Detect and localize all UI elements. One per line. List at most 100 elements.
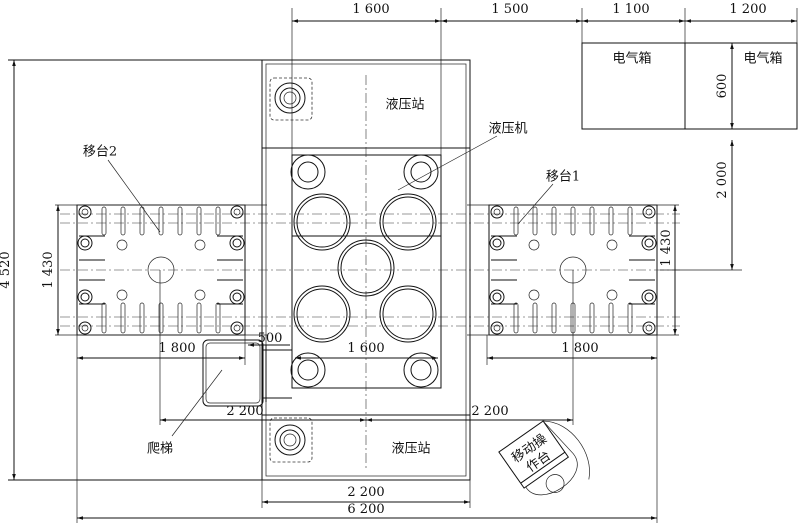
clamp-inner xyxy=(492,292,502,302)
cylinder-inner-circle xyxy=(296,288,348,340)
clamp-icon xyxy=(489,289,505,305)
t-slot xyxy=(513,302,519,334)
dim-top-gap: 1 500 xyxy=(491,2,528,17)
moving-table-1-label: 移台1 xyxy=(546,170,580,185)
mobile-console: 移动操 作台 xyxy=(498,420,590,496)
ladder: 爬梯 xyxy=(147,339,292,457)
dim-overall-width: 6 200 xyxy=(347,502,384,517)
dim-top-box1: 1 100 xyxy=(612,2,649,17)
cylinder-inner-circle xyxy=(296,196,348,248)
t-slot xyxy=(196,302,202,334)
locating-hole xyxy=(116,239,128,251)
clamp-icon xyxy=(489,235,505,251)
t-slot xyxy=(627,206,633,236)
cylinder-inner-circle xyxy=(410,161,432,183)
t-slot xyxy=(589,206,595,236)
t-slot xyxy=(139,302,145,334)
clamp-inner xyxy=(232,238,242,248)
t-slot xyxy=(177,206,183,236)
bolt-hole-inner xyxy=(233,324,241,332)
clamp-icon xyxy=(641,289,657,305)
bolt-hole xyxy=(490,205,504,219)
locating-hole xyxy=(194,239,206,251)
clamp-icon xyxy=(641,235,657,251)
clamp-icon xyxy=(229,235,245,251)
t-slot xyxy=(158,206,164,236)
bolt-hole-inner xyxy=(81,208,89,216)
bolt-hole-inner xyxy=(493,324,501,332)
t-slot xyxy=(101,302,107,334)
t-slot xyxy=(589,302,595,334)
dim-overall-depth: 4 520 xyxy=(0,251,13,288)
clamp-inner xyxy=(644,238,654,248)
cylinder-circle xyxy=(379,193,437,251)
t-slot xyxy=(532,302,538,334)
moving-table-2-label: 移台2 xyxy=(83,145,117,160)
bolt-hole xyxy=(78,205,92,219)
t-slot xyxy=(627,302,633,334)
t-slot xyxy=(513,206,519,236)
dim-center-left: 2 200 xyxy=(226,404,263,419)
cylinder-inner-circle xyxy=(410,359,432,381)
t-slot xyxy=(570,206,576,236)
t-slot xyxy=(215,302,221,334)
cylinder-circle xyxy=(290,352,326,388)
clamp-icon xyxy=(77,235,93,251)
bolt-hole xyxy=(490,321,504,335)
pump-motor-icon xyxy=(269,77,313,121)
cylinder-circle xyxy=(290,154,326,190)
clamp-inner xyxy=(80,292,90,302)
bolt-hole-inner xyxy=(645,324,653,332)
t-slot xyxy=(608,302,614,334)
electrical-box-1-label: 电气箱 xyxy=(612,51,651,67)
hydraulic-press: 液压站 液压站 液压机 xyxy=(261,59,528,481)
electrical-box-2-label: 电气箱 xyxy=(743,51,782,67)
t-slot xyxy=(139,206,145,236)
bolt-hole-inner xyxy=(81,324,89,332)
bolt-hole xyxy=(230,321,244,335)
t-slot xyxy=(120,302,126,334)
hydraulic-station-bottom-label: 液压站 xyxy=(391,442,430,457)
t-slot xyxy=(120,206,126,236)
clamp-inner xyxy=(80,238,90,248)
dim-press-inner-width: 1 600 xyxy=(347,341,384,356)
cylinder-inner-circle xyxy=(297,359,319,381)
t-slot xyxy=(196,206,202,236)
dim-center-right: 2 200 xyxy=(471,404,508,419)
locating-hole xyxy=(528,289,540,301)
locating-hole xyxy=(116,289,128,301)
bolt-hole-inner xyxy=(233,208,241,216)
dim-box-depth: 600 xyxy=(715,74,730,99)
table-dimensions: 1 430 1 430 1 800 1 800 1 600 500 2 200 … xyxy=(41,205,677,523)
cylinder-inner-circle xyxy=(382,288,434,340)
dim-station-width: 2 200 xyxy=(347,485,384,500)
clamp-icon xyxy=(77,289,93,305)
cylinder-circle xyxy=(293,285,351,343)
dim-table-width-right: 1 800 xyxy=(561,341,598,356)
t-slot xyxy=(551,302,557,334)
locating-hole xyxy=(194,289,206,301)
dim-top-box2: 1 200 xyxy=(729,2,766,17)
locating-hole xyxy=(606,289,618,301)
bolt-hole-inner xyxy=(645,208,653,216)
dim-top-press: 1 600 xyxy=(352,2,389,17)
dim-table-width-left: 1 800 xyxy=(158,341,195,356)
hydraulic-station-top-label: 液压站 xyxy=(385,98,424,113)
cylinder-inner-circle xyxy=(382,196,434,248)
ladder-label: 爬梯 xyxy=(147,442,173,457)
cylinder-circle xyxy=(379,285,437,343)
overall-depth-dimension: 4 520 xyxy=(0,59,262,481)
t-slot xyxy=(532,206,538,236)
bolt-hole xyxy=(642,205,656,219)
top-dimension-chain: 1 600 1 500 1 100 1 200 xyxy=(291,2,798,236)
clamp-inner xyxy=(492,238,502,248)
cylinder-circle xyxy=(337,239,395,297)
moving-table-left xyxy=(55,204,267,336)
clamp-icon xyxy=(229,289,245,305)
cylinder-inner-circle xyxy=(340,242,392,294)
t-slot xyxy=(215,206,221,236)
bolt-hole xyxy=(642,321,656,335)
t-slot xyxy=(177,302,183,334)
bolt-hole-inner xyxy=(493,208,501,216)
